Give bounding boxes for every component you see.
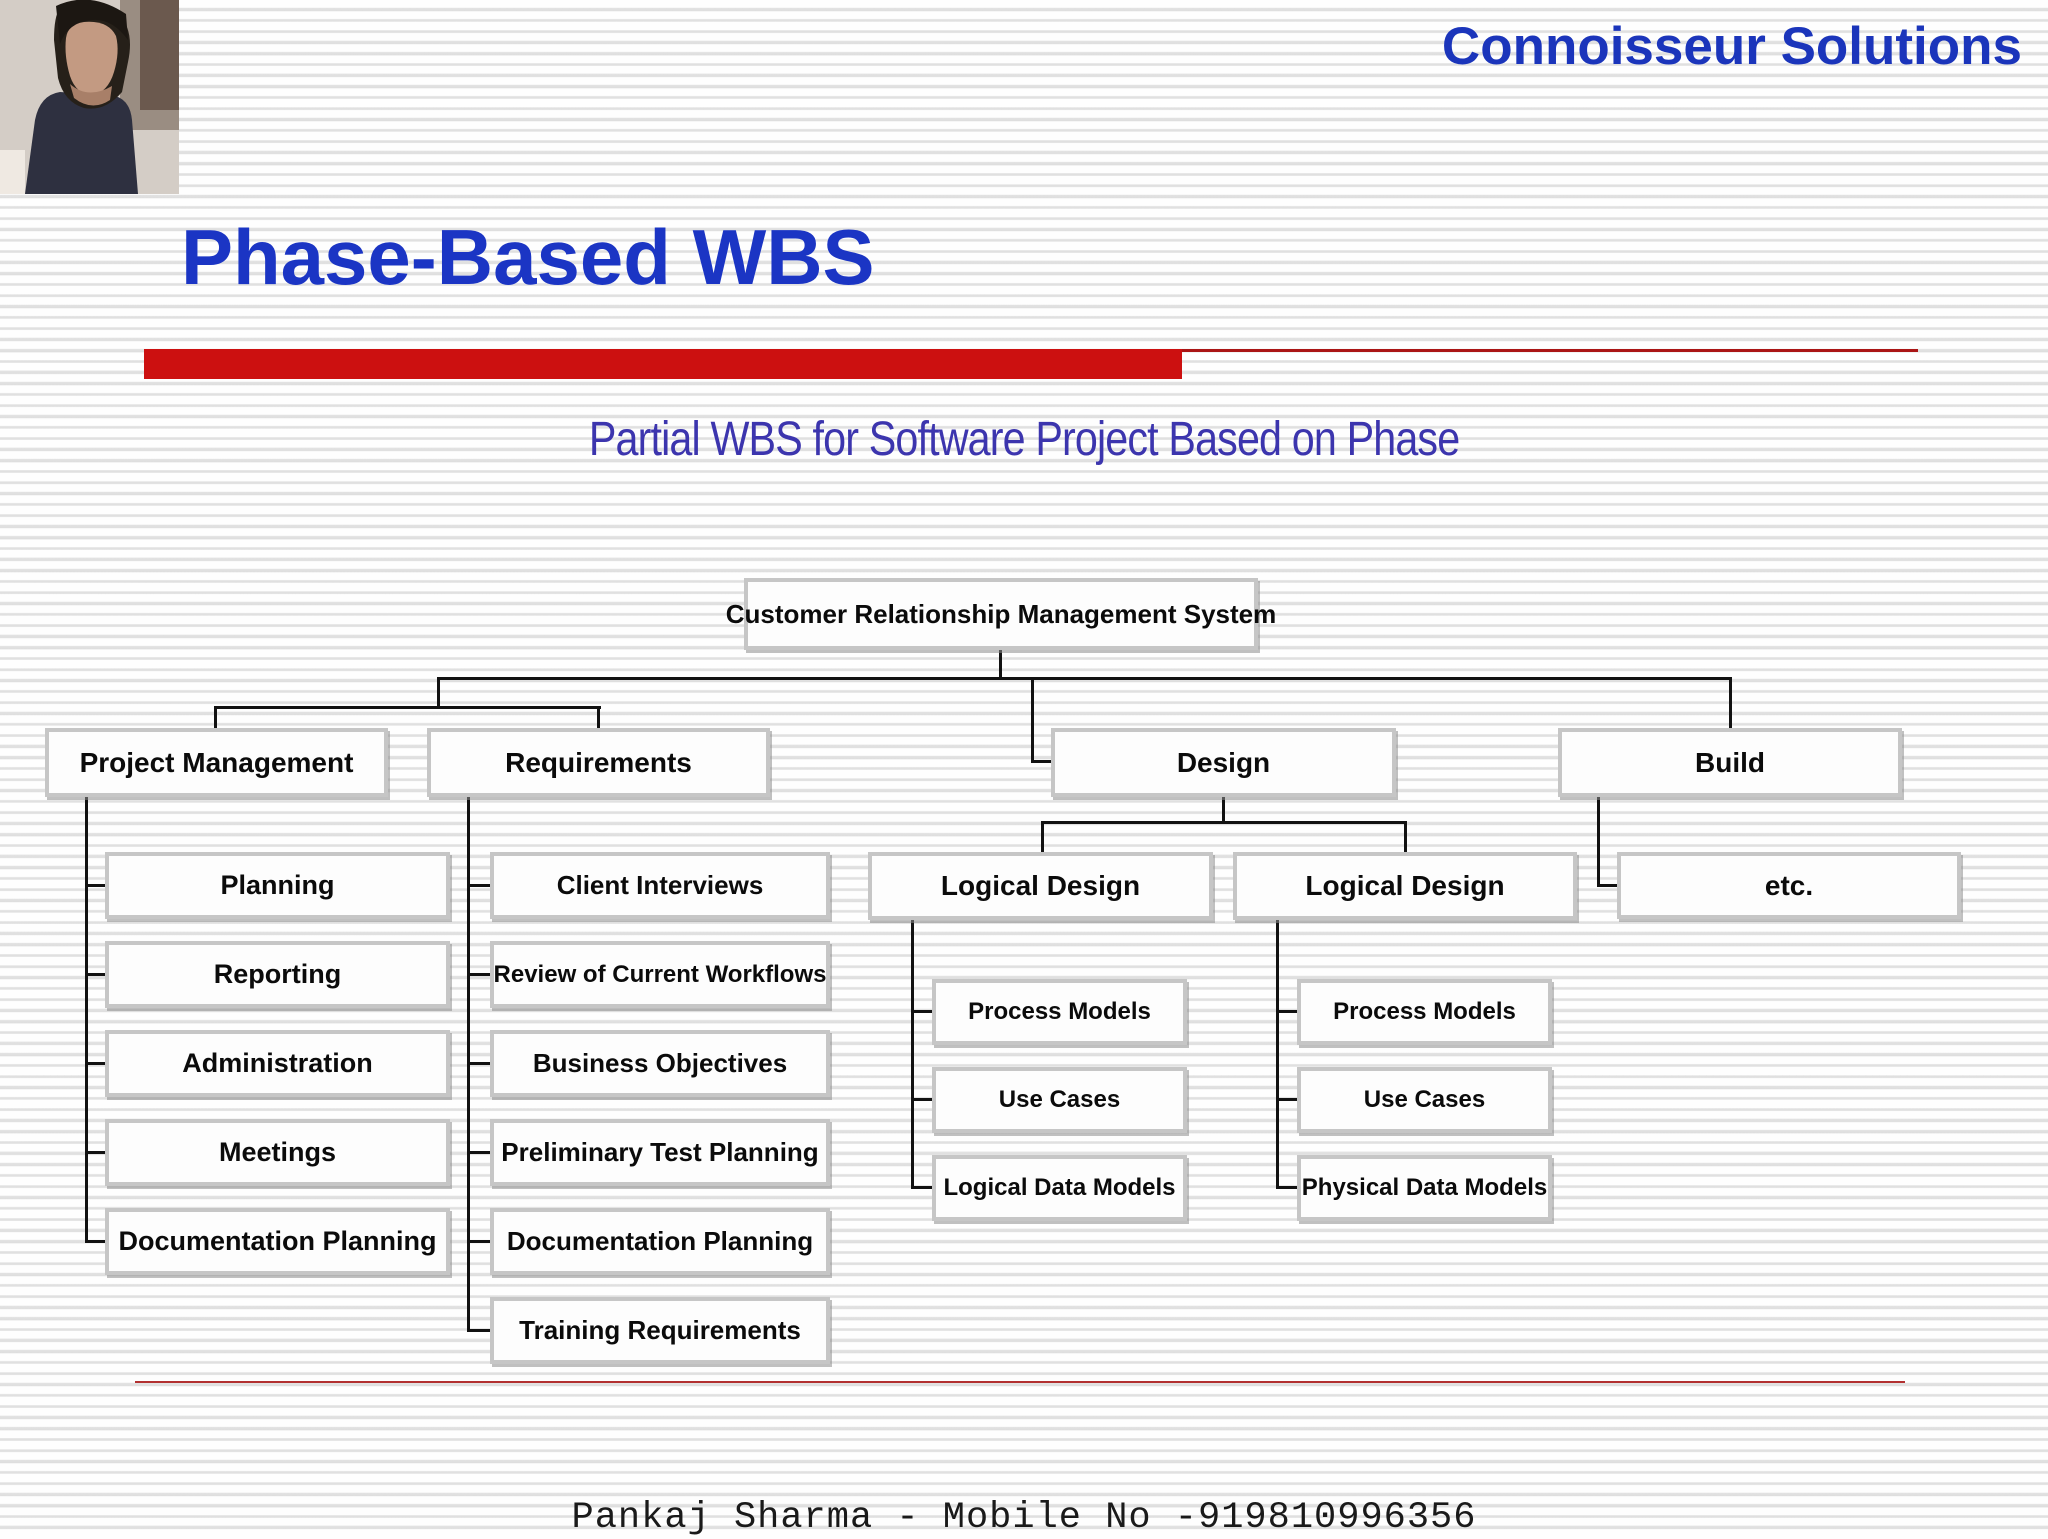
wbs-node-documentation-planning-req: Documentation Planning [490, 1208, 830, 1275]
connector-pm-stub [85, 1151, 107, 1154]
wbs-node-client-interviews: Client Interviews [490, 852, 830, 919]
brand-logo-text: Connoisseur Solutions [1441, 17, 2022, 76]
connector-build-drop [1729, 677, 1732, 730]
slide-title: Phase-Based WBS [181, 213, 875, 301]
connector-ld2-column [1276, 918, 1279, 1189]
wbs-node-planning: Planning [105, 852, 450, 919]
connector-build-elbow-stub [1597, 884, 1619, 887]
connector-pm-stub [85, 884, 107, 887]
red-accent-bar [144, 349, 1182, 379]
wbs-node-design: Design [1051, 728, 1396, 797]
diagram-caption: Partial WBS for Software Project Based o… [588, 413, 1460, 466]
wbs-node-business-objectives: Business Objectives [490, 1030, 830, 1097]
wbs-node-build: Build [1558, 728, 1902, 797]
connector-design-child-drop [1222, 795, 1225, 824]
connector-req-stub [467, 1329, 490, 1332]
connector-req-stub [467, 1240, 490, 1243]
wbs-node-process-models-1: Process Models [932, 979, 1187, 1045]
wbs-node-physical-data-models: Physical Data Models [1297, 1155, 1552, 1221]
connector-root-drop [999, 650, 1002, 680]
wbs-node-review-current-workflows: Review of Current Workflows [490, 941, 830, 1008]
connector-req-drop [597, 706, 600, 730]
wbs-node-requirements: Requirements [427, 728, 770, 797]
connector-pm-column [85, 795, 88, 1243]
connector-pm-stub [85, 1062, 107, 1065]
connector-req-stub [467, 884, 490, 887]
wbs-node-reporting: Reporting [105, 941, 450, 1008]
red-accent-thin-line [1182, 349, 1918, 352]
wbs-node-logical-design-2: Logical Design [1233, 852, 1577, 920]
connector-ld2-stub [1276, 1010, 1299, 1013]
wbs-node-root: Customer Relationship Management System [726, 578, 1276, 650]
wbs-node-process-models-2: Process Models [1297, 979, 1552, 1045]
connector-ld2-stub [1276, 1186, 1299, 1189]
wbs-node-etc: etc. [1617, 852, 1961, 919]
wbs-node-use-cases-2: Use Cases [1297, 1067, 1552, 1133]
wbs-node-preliminary-test-planning: Preliminary Test Planning [490, 1119, 830, 1186]
connector-pm-drop [214, 706, 217, 730]
connector-ld1-stub [911, 1186, 934, 1189]
connector-design-elbow-vertical [1031, 677, 1034, 763]
connector-pm-stub [85, 1240, 107, 1243]
connector-ld2-stub [1276, 1098, 1299, 1101]
wbs-node-logical-data-models: Logical Data Models [932, 1155, 1187, 1221]
wbs-node-documentation-planning-pm: Documentation Planning [105, 1208, 450, 1275]
connector-req-stub [467, 973, 490, 976]
connector-left-vertical [437, 677, 440, 709]
connector-design-horizontal [1041, 821, 1407, 824]
connector-pm-stub [85, 973, 107, 976]
connector-main-horizontal [437, 677, 1732, 680]
connector-ld1-stub [911, 1098, 934, 1101]
connector-ld1-column [911, 918, 914, 1189]
connector-req-stub [467, 1062, 490, 1065]
footer-contact-text: Pankaj Sharma - Mobile No -919810996356 [571, 1497, 1477, 1539]
wbs-node-training-requirements: Training Requirements [490, 1297, 830, 1364]
wbs-node-project-management: Project Management [45, 728, 388, 797]
connector-req-stub [467, 1151, 490, 1154]
connector-build-elbow-vertical [1597, 795, 1600, 887]
wbs-node-meetings: Meetings [105, 1119, 450, 1186]
bottom-red-rule [135, 1381, 1905, 1383]
connector-ld1-stub [911, 1010, 934, 1013]
wbs-node-administration: Administration [105, 1030, 450, 1097]
presenter-photo [0, 0, 179, 194]
wbs-node-logical-design-1: Logical Design [868, 852, 1213, 920]
diagram-caption-wrap: Partial WBS for Software Project Based o… [0, 412, 2048, 467]
connector-design-elbow-stub [1031, 760, 1053, 763]
connector-sub-horizontal [214, 706, 601, 709]
connector-ld2-drop [1404, 821, 1407, 854]
wbs-node-use-cases-1: Use Cases [932, 1067, 1187, 1133]
connector-ld1-drop [1041, 821, 1044, 854]
